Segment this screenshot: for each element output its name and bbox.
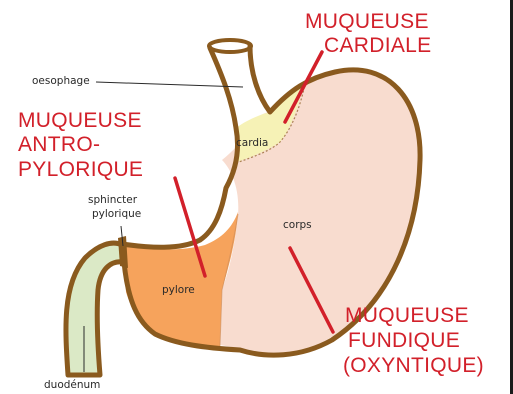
- duodenum-tube: [66, 243, 124, 375]
- sphincter-label-line2: pylorique: [92, 208, 141, 220]
- corps-label: corps: [283, 219, 312, 231]
- pylore-label: pylore: [162, 284, 195, 296]
- antro-label-line3: PYLORIQUE: [18, 158, 143, 181]
- sphincter-label-line1: sphincter: [88, 194, 138, 206]
- fundique-label-line2: FUNDIQUE: [348, 329, 460, 352]
- fundique-label-line1: MUQUEUSE: [345, 304, 469, 327]
- oesophagus-opening: [209, 40, 251, 52]
- cardiale-label-line1: MUQUEUSE: [305, 10, 429, 33]
- duodenum-label: duodénum: [44, 379, 100, 391]
- oesophage-label: oesophage: [32, 75, 90, 87]
- fundique-label-line3: (OXYNTIQUE): [343, 354, 484, 377]
- cardiale-label-line2: CARDIALE: [324, 34, 431, 57]
- cardia-label: cardia: [236, 137, 268, 149]
- oesophage-pointer: [96, 82, 243, 87]
- antro-label-line2: ANTRO-: [18, 133, 100, 156]
- antro-label-line1: MUQUEUSE: [18, 109, 142, 132]
